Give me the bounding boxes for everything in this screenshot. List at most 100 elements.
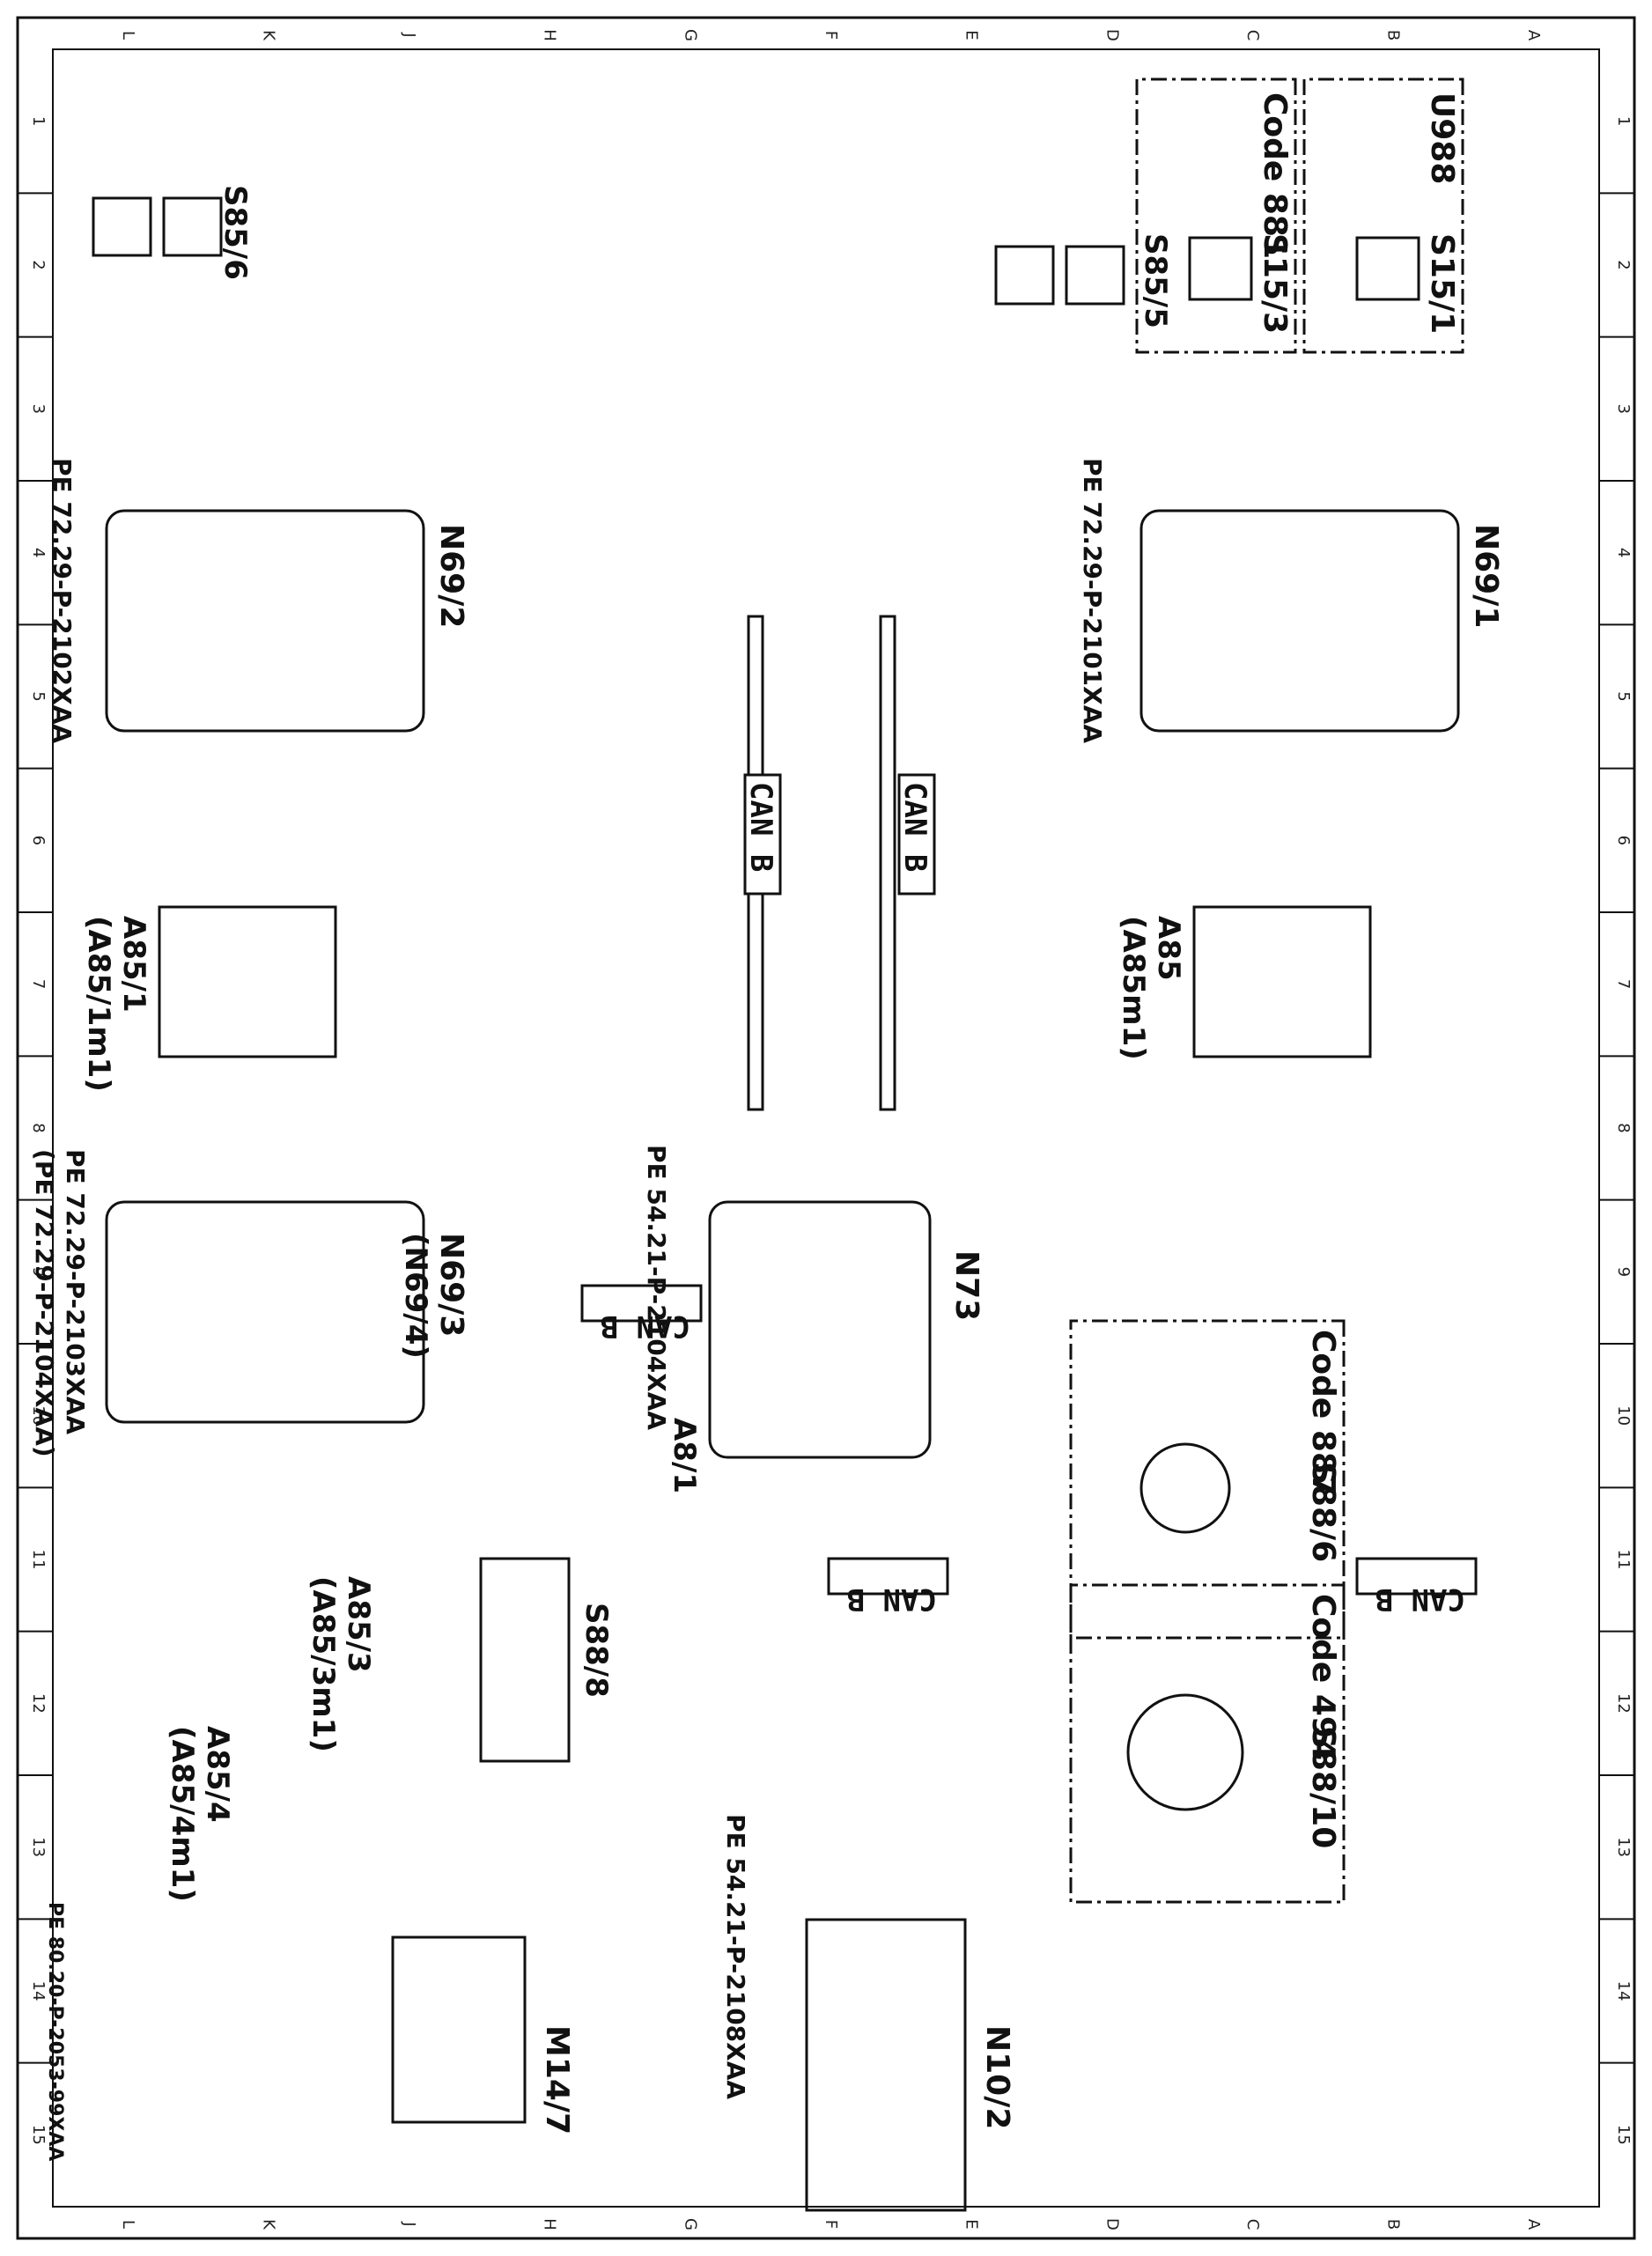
n69-3-module xyxy=(105,1200,425,1424)
can-b-label-4: CAN B xyxy=(847,1581,937,1617)
n69-1-ref: PE 72.29-P-2101XAA xyxy=(1078,458,1107,743)
grid-row-label: 12 xyxy=(29,1693,48,1714)
grid-col-label: F xyxy=(822,31,840,40)
grid-row-label: 5 xyxy=(1614,691,1633,701)
n69-1-label: N69/1 xyxy=(1468,524,1504,628)
can-b-label-2: CAN B xyxy=(743,782,778,872)
code881-label: Code 881 xyxy=(1257,92,1293,259)
s88-8-handle xyxy=(479,1557,571,1763)
a85-4-label: A85/4 xyxy=(200,1726,235,1823)
grid-row-label: 6 xyxy=(1614,836,1633,845)
n69-2-ref: PE 72.29-P-2102XAA xyxy=(48,458,77,743)
button-switch-icon xyxy=(1126,1693,1244,1811)
grid-col-label: D xyxy=(1103,29,1121,41)
grid-row-label: 9 xyxy=(1614,1267,1633,1277)
grid-row-label: 4 xyxy=(29,548,48,557)
code887-box xyxy=(1069,1319,1346,1640)
grid-row-label: 15 xyxy=(1614,2125,1633,2145)
grid-row-label: 10 xyxy=(29,1405,48,1426)
grid-row-label: 3 xyxy=(1614,404,1633,414)
s85-5-label: S85/5 xyxy=(1138,233,1173,328)
grid-row-label: 9 xyxy=(29,1267,48,1277)
a85-label: A85 xyxy=(1151,916,1186,981)
n10-2-module xyxy=(805,1918,967,2212)
can-b-label-5: CAN B xyxy=(1375,1581,1465,1617)
can-bus-links: CAN B CAN B CAN B CAN B CAN B xyxy=(580,615,1478,1617)
s85-6-label: S85/6 xyxy=(218,185,253,280)
grid-row-label: 7 xyxy=(29,979,48,989)
grid-col-label: H xyxy=(541,2218,559,2230)
grid-row-label: 4 xyxy=(1614,548,1633,557)
code494-label: Code 494 xyxy=(1305,1594,1341,1760)
grid-row-label: 13 xyxy=(1614,1837,1633,1857)
grid-col-label: J xyxy=(400,32,418,37)
u988-box xyxy=(1302,77,1464,354)
n73-ref: PE 54.21-P-2104XAA xyxy=(642,1145,671,1430)
a85-4-sub: (A85/4m1) xyxy=(165,1726,200,1902)
s88-10-label: S88/10 xyxy=(1305,1726,1341,1848)
grid-row-label: 3 xyxy=(29,404,48,414)
unlock-icon xyxy=(1065,245,1125,306)
grid-row-label: 6 xyxy=(29,836,48,845)
grid-row-label: 7 xyxy=(1614,979,1633,989)
grid-row-label: 12 xyxy=(1614,1693,1633,1714)
a85-1-actuator xyxy=(158,905,337,1058)
grid-col-label: L xyxy=(119,31,137,40)
grid-row-label: 5 xyxy=(29,691,48,701)
can-b-label-1: CAN B xyxy=(897,782,933,872)
a85-1-label: A85/1 xyxy=(116,916,151,1013)
m14-7-motor xyxy=(391,1935,527,2124)
grid-row-label: 1 xyxy=(29,116,48,126)
a85-actuator xyxy=(1192,905,1372,1058)
a8-1-label: A8/1 xyxy=(667,1418,702,1493)
unlock-icon-2 xyxy=(162,196,223,257)
n69-3-ref: PE 72.29-P-2103XAA xyxy=(61,1149,90,1434)
n69-2-label: N69/2 xyxy=(433,524,469,628)
s88-8-label: S88/8 xyxy=(579,1603,614,1698)
grid-col-label: E xyxy=(962,2219,981,2229)
key-switch-icon xyxy=(1139,1442,1231,1534)
lock-icon xyxy=(994,245,1055,306)
seat-switch-icon xyxy=(1355,236,1420,301)
code887-label: Code 887 xyxy=(1305,1330,1341,1496)
n69-4-ref: (PE 72.29-P-2104XAA) xyxy=(30,1149,59,1457)
grid-row-label: 1 xyxy=(1614,116,1633,126)
n69-1-module xyxy=(1139,509,1460,733)
grid-row-label: 11 xyxy=(1614,1550,1633,1570)
can-b-label-3: CAN B xyxy=(601,1309,690,1344)
footer-ref: PE 80.20-P-2053-99XAA xyxy=(44,1902,66,2161)
grid-row-label: 10 xyxy=(1614,1405,1633,1426)
grid-col-label: D xyxy=(1103,2218,1121,2230)
grid-row-label: 2 xyxy=(1614,260,1633,269)
s88-6-label: S88/6 xyxy=(1305,1462,1341,1562)
n10-2-ref: PE 54.21-P-2108XAA xyxy=(721,1814,750,2099)
grid-row-label: 13 xyxy=(29,1837,48,1857)
s15-3-label: S15/3 xyxy=(1257,233,1293,334)
m14-7-label: M14/7 xyxy=(539,2025,575,2134)
grid-col-label: B xyxy=(1384,2219,1403,2230)
grid-col-label: H xyxy=(541,29,559,41)
a85-sub: (A85m1) xyxy=(1116,916,1151,1060)
code881-box xyxy=(1135,77,1297,354)
grid-col-label: L xyxy=(119,2220,137,2229)
n73-label: N73 xyxy=(948,1250,985,1321)
grid-col-label: C xyxy=(1243,30,1262,41)
n73-ignition-switch xyxy=(708,1200,932,1459)
grid-col-label: B xyxy=(1384,30,1403,41)
code494-box xyxy=(1069,1583,1346,1904)
s15-1-label: S15/1 xyxy=(1424,233,1460,334)
grid-col-label: F xyxy=(822,2220,840,2229)
grid-col-label: C xyxy=(1243,2219,1262,2230)
grid-row-label: 8 xyxy=(29,1123,48,1132)
n10-2-label: N10/2 xyxy=(979,2025,1015,2129)
a85-3-sub: (A85/3m1) xyxy=(306,1576,341,1752)
n69-3-label: N69/3 xyxy=(433,1233,469,1337)
grid-col-label: A xyxy=(1524,30,1543,41)
grid-col-label: A xyxy=(1524,2219,1543,2230)
a85-1-sub: (A85/1m1) xyxy=(81,916,116,1092)
outer-frame xyxy=(16,16,1636,2240)
grid-row-label: 14 xyxy=(29,1981,48,2002)
seat-switch-icon-2 xyxy=(1188,236,1253,301)
